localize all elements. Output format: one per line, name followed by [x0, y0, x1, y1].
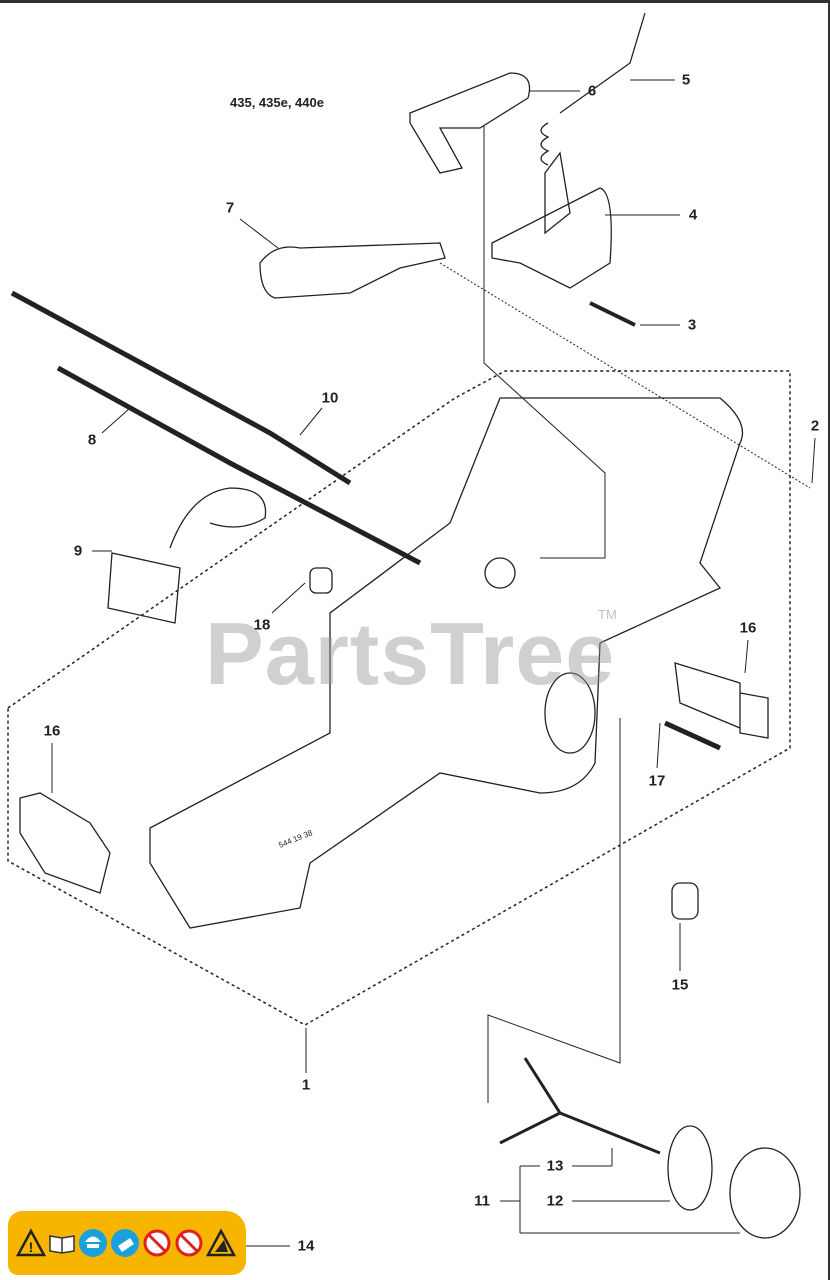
part-8-hose	[56, 365, 422, 566]
head-protection-icon	[79, 1229, 107, 1257]
callout-18[interactable]: 18	[253, 616, 271, 634]
part-16-damper-right	[674, 662, 769, 739]
callout-9[interactable]: 9	[73, 542, 83, 560]
callout-7[interactable]: 7	[225, 199, 235, 217]
part-13-tool	[499, 1057, 661, 1155]
part-12-seal	[667, 1125, 713, 1211]
callout-11[interactable]: 11	[474, 1192, 490, 1210]
callout-2[interactable]: 2	[810, 417, 820, 435]
callout-3[interactable]: 3	[687, 316, 697, 334]
part-17-pin	[663, 720, 722, 751]
part-6-throttle-trigger	[409, 72, 531, 174]
part-15-plug	[671, 882, 699, 920]
callout-14[interactable]: 14	[297, 1237, 315, 1255]
callout-15[interactable]: 15	[671, 976, 689, 994]
part-18-bushing	[309, 567, 333, 594]
callout-16-left[interactable]: 16	[43, 722, 61, 740]
part-5-spring	[540, 12, 646, 166]
callout-4[interactable]: 4	[688, 206, 698, 224]
callout-1[interactable]: 1	[301, 1076, 311, 1094]
callout-12[interactable]: 12	[546, 1192, 564, 1210]
part-7-throttle-lever	[259, 242, 446, 299]
model-title: 435, 435e, 440e	[230, 95, 324, 110]
no-kickback-icon	[175, 1229, 203, 1257]
manual-book-icon	[49, 1235, 75, 1254]
part-14-warning-decal[interactable]: !	[8, 1211, 246, 1275]
callout-16-right[interactable]: 16	[739, 619, 757, 637]
callout-6[interactable]: 6	[587, 82, 597, 100]
svg-text:544 19 38: 544 19 38	[277, 828, 314, 850]
watermark: PartsTree	[205, 604, 616, 703]
no-one-hand-icon	[143, 1229, 171, 1257]
callout-10[interactable]: 10	[321, 389, 339, 407]
warning-triangle-icon: !	[16, 1228, 46, 1257]
callout-17[interactable]: 17	[648, 772, 666, 790]
part-10-cable	[10, 290, 352, 486]
callout-8[interactable]: 8	[87, 431, 97, 449]
part-9-oil-filter	[107, 487, 267, 624]
callout-13[interactable]: 13	[546, 1157, 564, 1175]
part-11-cap	[729, 1147, 801, 1239]
part-1-tank-handle	[149, 397, 744, 929]
callout-5[interactable]: 5	[681, 71, 691, 89]
watermark-trademark: TM	[598, 607, 617, 622]
assembly-boundary	[7, 370, 791, 1026]
part-16-damper-left	[19, 792, 111, 894]
kickback-warning-icon	[206, 1228, 236, 1257]
svg-text:!: !	[29, 1239, 34, 1255]
part-4-throttle-lockout	[491, 151, 612, 289]
part-3-pin	[589, 301, 636, 327]
glove-icon	[111, 1229, 139, 1257]
diagram-drawing: 544 19 38	[7, 12, 816, 1247]
leader-lines	[51, 79, 816, 1247]
